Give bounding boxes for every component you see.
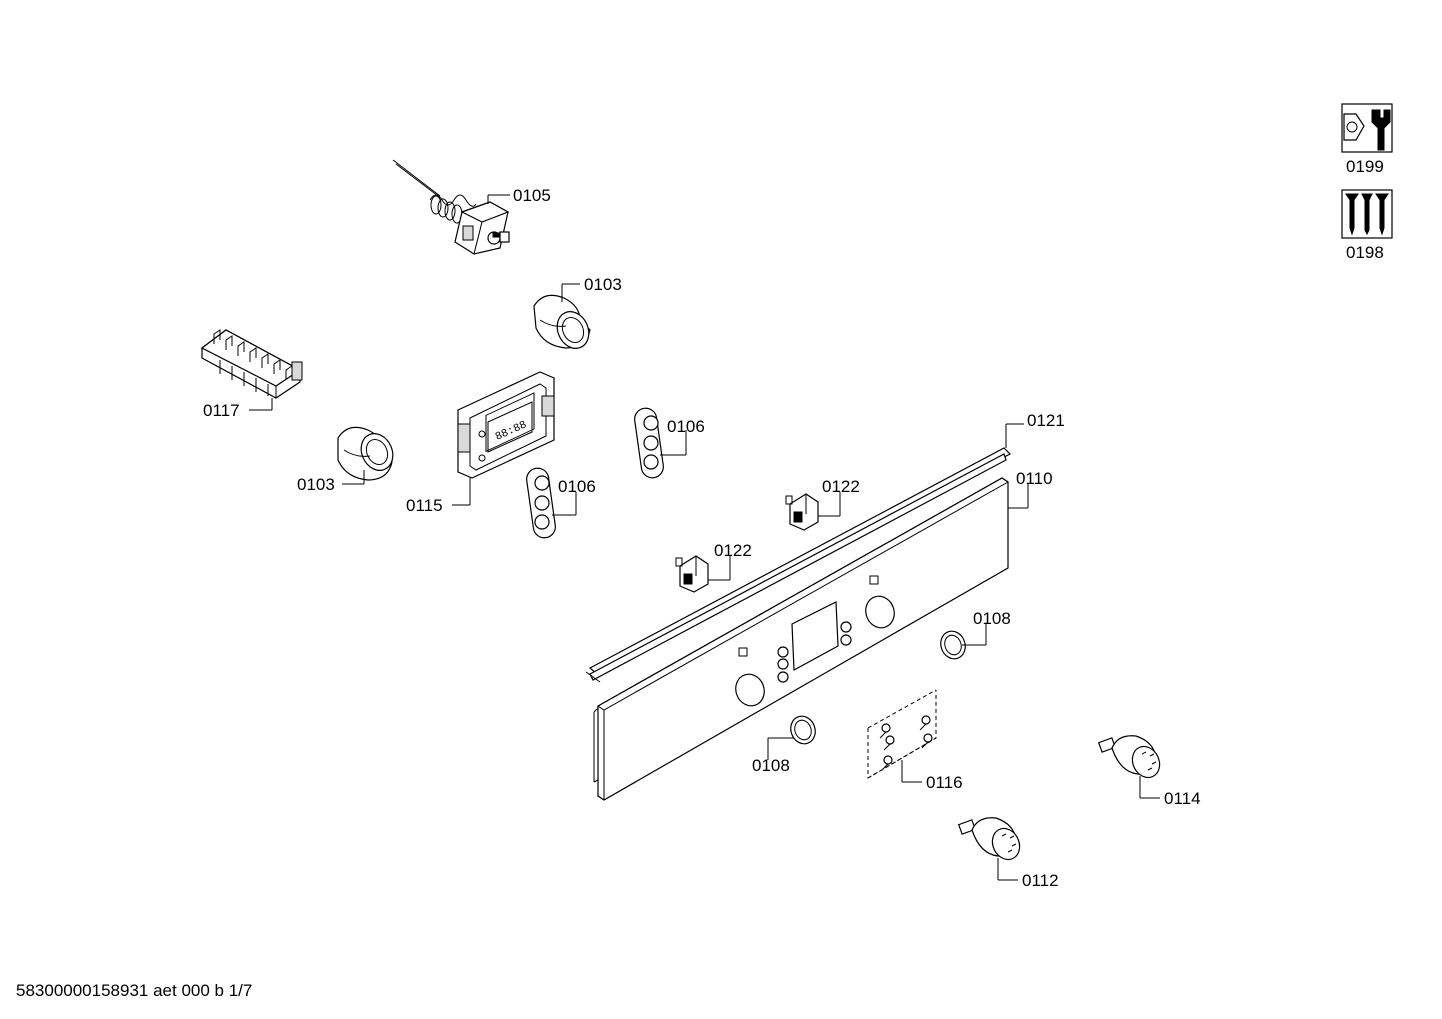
part-0122-lower: 0122 [675, 541, 752, 593]
part-0106-upper: 0106 [634, 407, 705, 479]
part-0122-upper: 0122 [785, 477, 860, 531]
label-0108-left: 0108 [752, 756, 790, 775]
label-0106-lower: 0106 [558, 477, 596, 496]
part-0117-terminal-block: 0117 [200, 329, 303, 420]
service-screws-icon-0198: 0198 [1341, 189, 1393, 262]
drawing-footer-code: 58300000158931 aet 000 b 1/7 [16, 981, 253, 1000]
label-0114: 0114 [1164, 789, 1201, 808]
label-0117: 0117 [203, 401, 240, 420]
label-0121: 0121 [1027, 411, 1065, 430]
part-0103-upper: 0103 [533, 275, 622, 349]
part-0121-trim-strip: 0121 [585, 411, 1065, 683]
label-0108-right: 0108 [973, 609, 1011, 628]
part-0105-thermostat: 0105 [392, 159, 551, 255]
part-0114-knob: 0114 [1097, 735, 1201, 808]
label-0115: 0115 [406, 496, 443, 515]
label-0122-lower: 0122 [714, 541, 752, 560]
part-0110-control-panel: 0110 [593, 469, 1053, 801]
part-0103-lower: 0103 [297, 426, 394, 494]
label-0198: 0198 [1346, 243, 1384, 262]
part-0108-right: 0108 [940, 609, 1011, 660]
label-0103-upper: 0103 [584, 275, 622, 294]
label-0106-upper: 0106 [667, 417, 705, 436]
label-0103-lower: 0103 [297, 475, 335, 494]
part-0106-lower: 0106 [526, 467, 596, 539]
part-0112-knob: 0112 [957, 817, 1059, 890]
label-0105: 0105 [513, 186, 551, 205]
part-0116-screws: 0116 [867, 689, 963, 792]
label-0199: 0199 [1346, 157, 1384, 176]
part-0108-left: 0108 [752, 715, 816, 775]
label-0122-upper: 0122 [822, 477, 860, 496]
label-0116: 0116 [926, 773, 963, 792]
label-0110: 0110 [1016, 469, 1053, 488]
service-tool-icon-0199: 0199 [1341, 103, 1393, 176]
label-0112: 0112 [1022, 871, 1059, 890]
part-0115-clock-module: 88:88 0115 [406, 371, 555, 515]
